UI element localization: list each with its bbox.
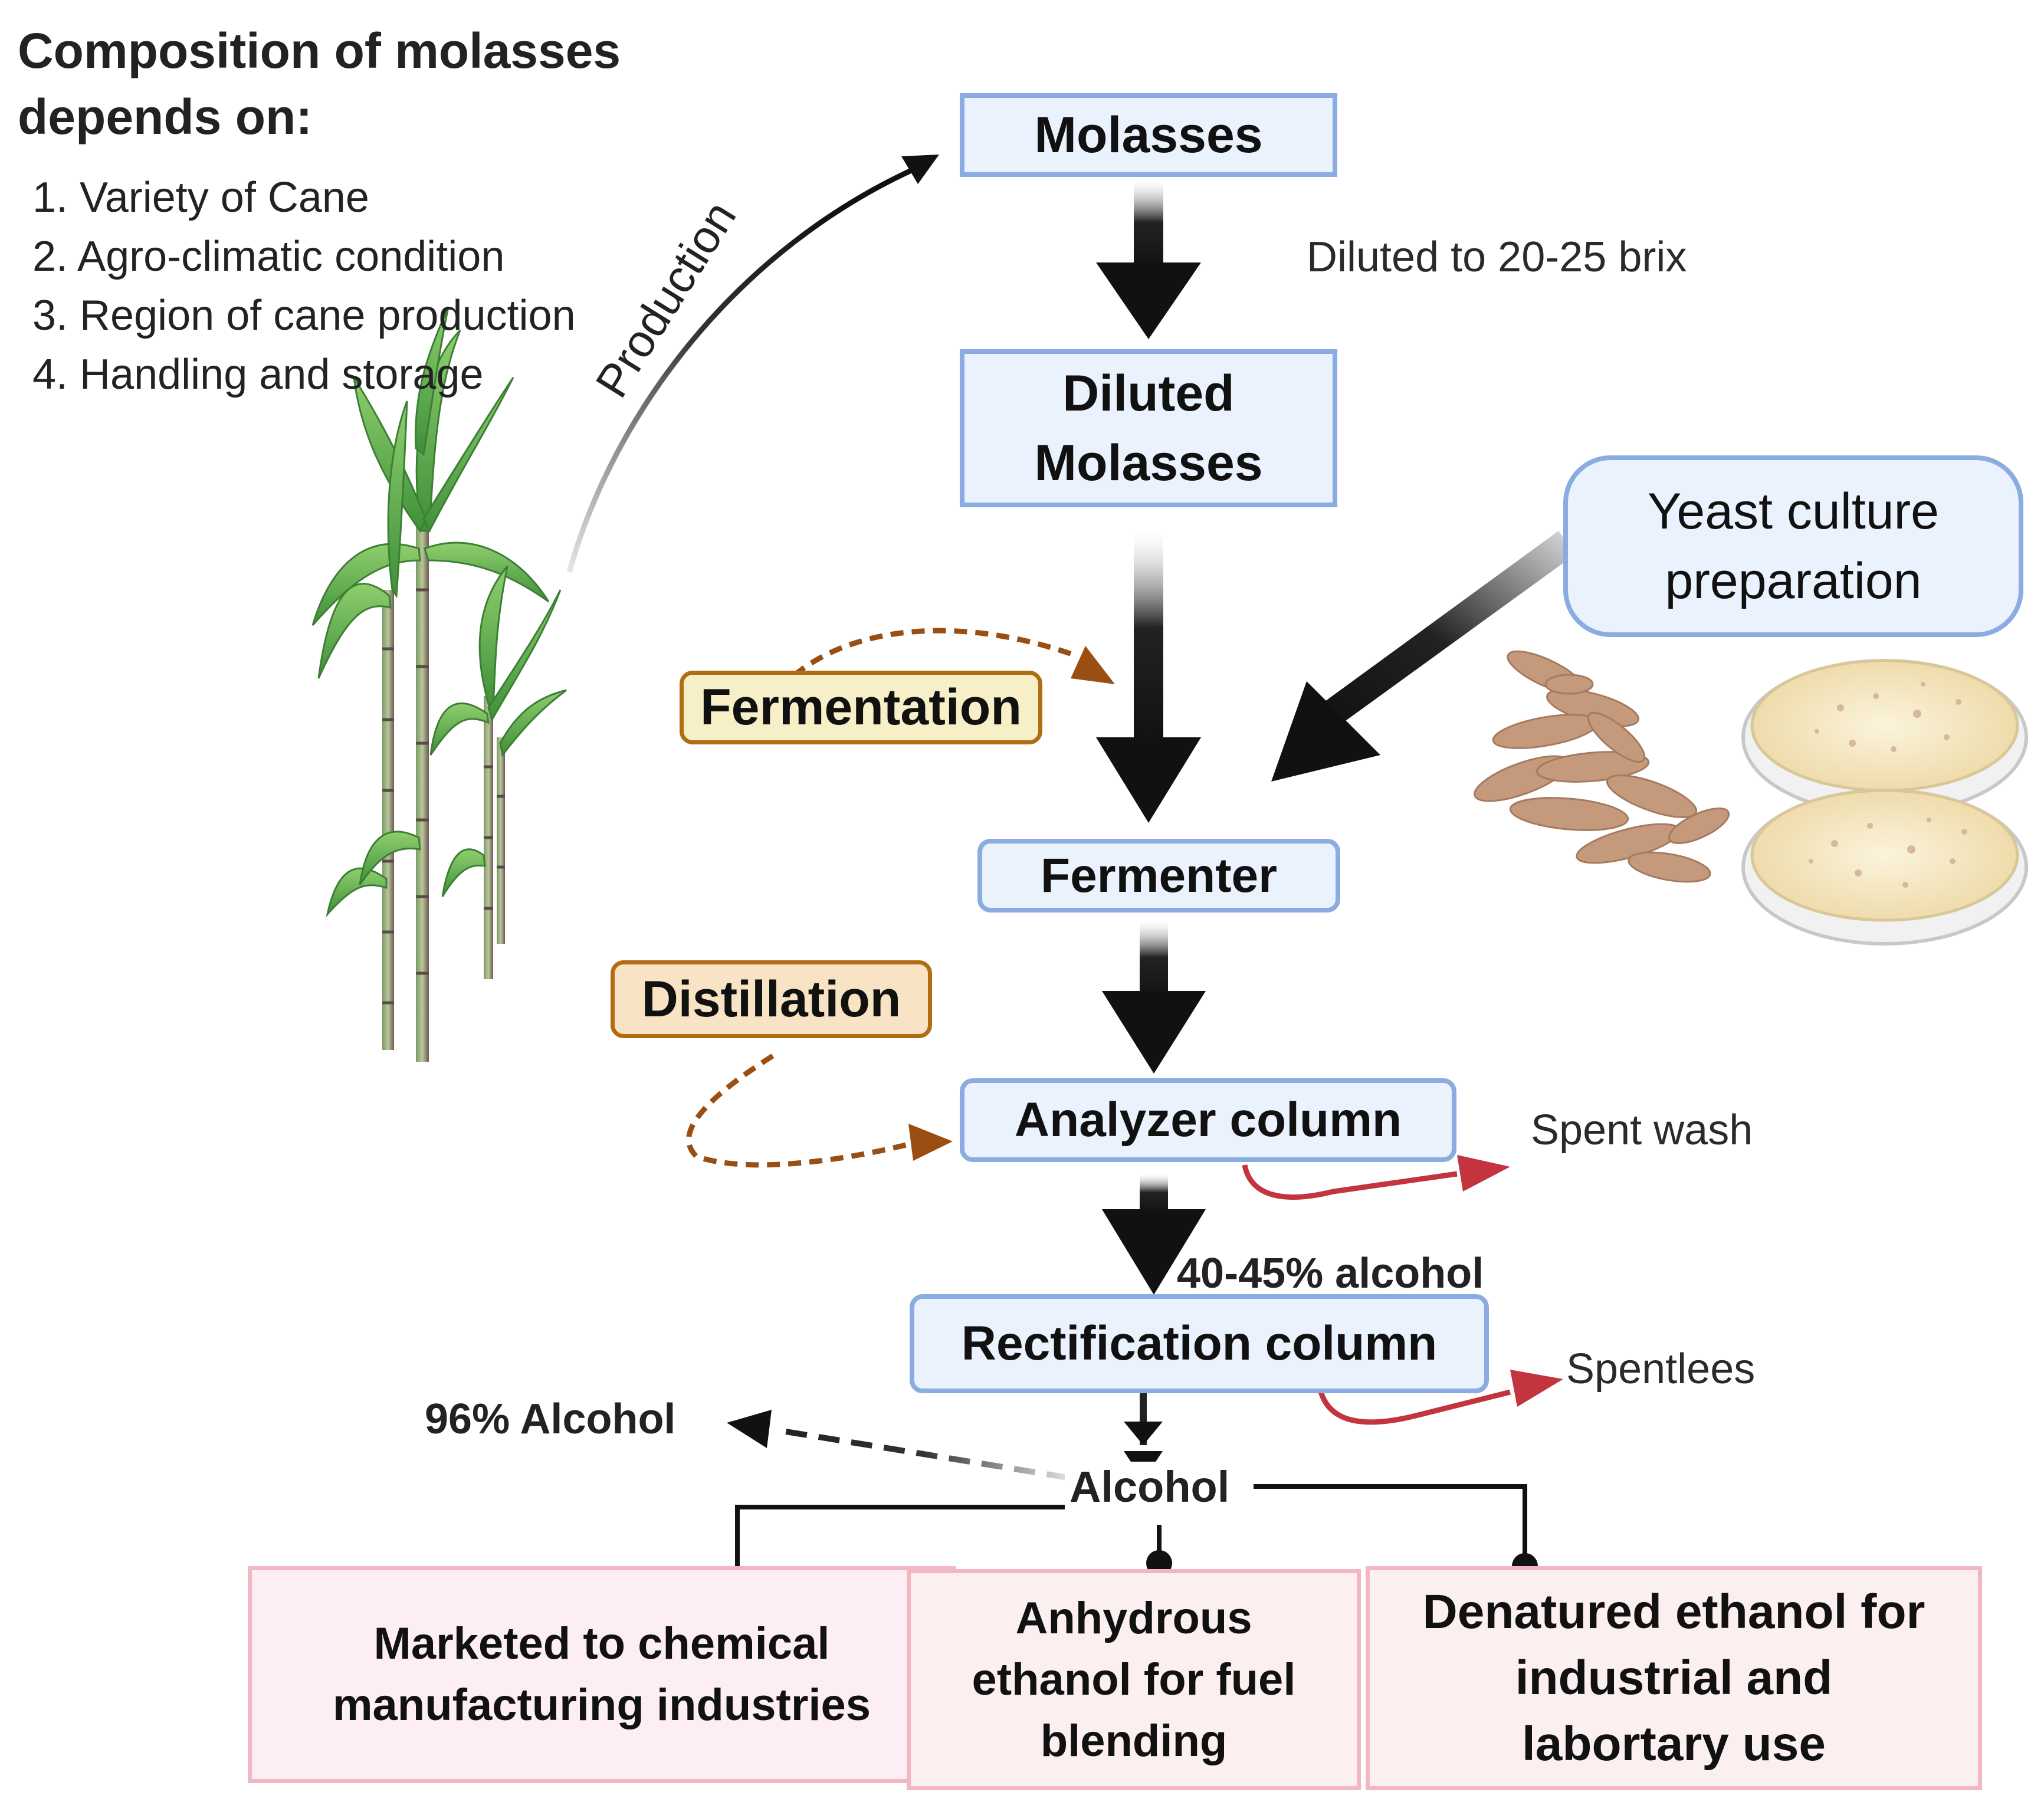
spent-wash-label: Spent wash	[1531, 1107, 1753, 1154]
sugarcane-illustration	[311, 306, 567, 1062]
yeast-cells-illustration	[1474, 650, 1730, 883]
node-diluted-molasses: Diluted Molasses	[960, 349, 1337, 507]
dilution-label: Diluted to 20-25 brix	[1307, 234, 1687, 281]
factor-item: 1. Variety of Cane	[32, 174, 369, 221]
output-chemical-industries: Marketed to chemical manufacturing indus…	[248, 1566, 956, 1783]
output-denatured-ethanol: Denatured ethanol for industrial and lab…	[1366, 1566, 1982, 1790]
node-alcohol: Alcohol	[1065, 1462, 1235, 1512]
node-rectification-column: Rectification column	[910, 1294, 1489, 1393]
node-yeast-culture: Yeast culture preparation	[1563, 455, 2023, 637]
arrow-diluted-to-fermenter	[1096, 531, 1201, 823]
arrow-analyzer-to-rectification	[1102, 1174, 1206, 1295]
alcohol-96-label: 96% Alcohol	[425, 1396, 676, 1443]
alcohol-96-dashed-arrow	[727, 1410, 1068, 1481]
cane-stalks	[382, 519, 505, 1062]
arrow-yeast-to-fermenter	[1271, 531, 1575, 782]
output-fuel-blending: Anhydrous ethanol for fuel blending	[907, 1569, 1361, 1790]
node-molasses: Molasses	[960, 93, 1337, 177]
spentlees-label: Spentlees	[1566, 1345, 1756, 1393]
process-distillation: Distillation	[611, 960, 932, 1038]
petri-dish-top	[1741, 659, 2028, 816]
fermentation-dotted-arrow	[776, 628, 1115, 692]
composition-factor-list: 1. Variety of Cane 2. Agro-climatic cond…	[32, 168, 576, 404]
distillation-dotted-arrow	[686, 1053, 953, 1168]
composition-title: Composition of molasses depends on:	[18, 23, 621, 145]
alcohol-40-45-label: 40-45% alcohol	[1177, 1250, 1484, 1297]
factor-item: 4. Handling and storage	[32, 351, 484, 398]
spentlees-arrow	[1315, 1370, 1563, 1425]
production-arrow	[566, 155, 939, 573]
factor-item: 2. Agro-climatic condition	[32, 233, 505, 280]
spent-wash-arrow	[1242, 1155, 1510, 1200]
petri-dish-bottom	[1741, 789, 2028, 946]
arrow-fermenter-to-analyzer	[1102, 920, 1206, 1074]
node-analyzer-column: Analyzer column	[960, 1078, 1456, 1162]
process-fermentation: Fermentation	[680, 671, 1042, 744]
arrow-molasses-to-diluted	[1096, 180, 1201, 339]
factor-item: 3. Region of cane production	[32, 292, 576, 339]
cane-leaves	[311, 306, 567, 918]
node-fermenter: Fermenter	[977, 839, 1340, 913]
